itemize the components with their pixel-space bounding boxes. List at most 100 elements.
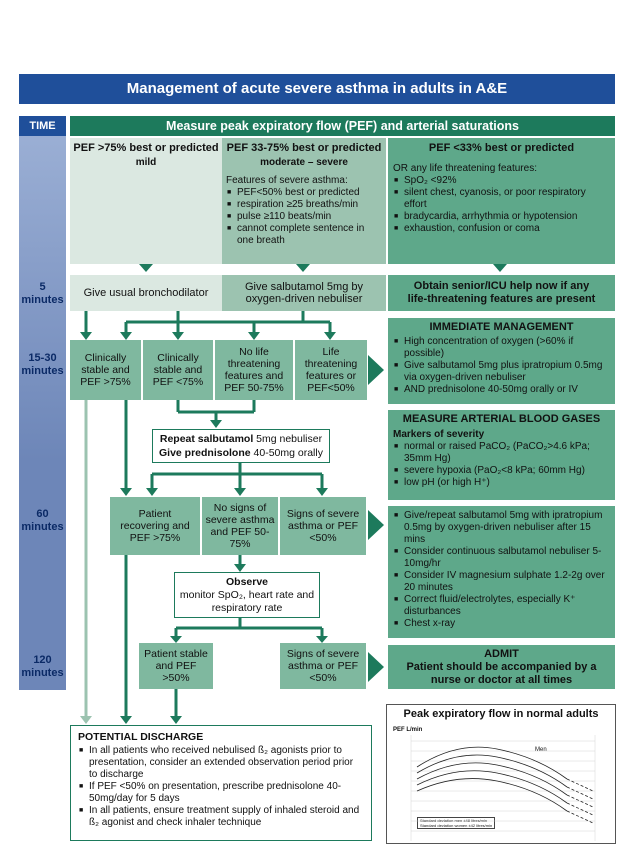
- list-item: severe hypoxia (PaO₂<8 kPa; 60mm Hg): [394, 465, 610, 477]
- stable-pef-above-75-box: Clinically stable and PEF >75%: [70, 340, 141, 400]
- list-item: respiration ≥25 breaths/min: [227, 199, 382, 211]
- admit-box: ADMIT Patient should be accompanied by a…: [388, 645, 615, 689]
- arrow-down-icon: [139, 264, 153, 272]
- list-item: Consider continuous salbutamol nebuliser…: [394, 546, 610, 570]
- no-signs-severe-box: No signs of severe asthma and PEF 50-75%: [202, 497, 278, 555]
- repeat-salbutamol-label: Repeat salbutamol: [159, 433, 254, 445]
- list-item: In all patients who received nebulised ß…: [79, 745, 364, 781]
- moderate-column: PEF 33-75% best or predicted moderate – …: [222, 138, 386, 264]
- list-item: Correct fluid/electrolytes, especially K…: [394, 594, 610, 618]
- mild-label: mild: [135, 157, 157, 168]
- discharge-title: POTENTIAL DISCHARGE: [78, 731, 204, 743]
- further-treatment-list: Give/repeat salbutamol 5mg with ipratrop…: [393, 510, 610, 630]
- life-threatening-list: SpO₂ <92% silent chest, cyanosis, or poo…: [393, 175, 610, 235]
- pef-chart-plot: [410, 735, 596, 841]
- severe-heading: PEF <33% best or predicted: [428, 142, 575, 154]
- arrow-right-icon: [368, 355, 384, 385]
- signs-severe-box: Signs of severe asthma or PEF <50%: [280, 497, 366, 555]
- stable-pef-below-75-box: Clinically stable and PEF <75%: [143, 340, 213, 400]
- list-item: Give/repeat salbutamol 5mg with ipratrop…: [394, 510, 610, 546]
- pef-sd-men: Standard deviation men ±48 litres/min: [420, 818, 488, 823]
- abg-list: normal or raised PaCO₂ (PaCO₂>4.6 kPa; 3…: [393, 441, 610, 489]
- severe-column: PEF <33% best or predicted OR any life t…: [388, 138, 615, 264]
- severe-features-list: PEF<50% best or predicted respiration ≥2…: [226, 187, 382, 247]
- arrow-down-icon: [493, 264, 507, 272]
- immediate-management-list: High concentration of oxygen (>60% if po…: [393, 336, 610, 396]
- arrow-down-icon: [172, 332, 184, 340]
- time-60-minutes: 60 minutes: [21, 508, 64, 533]
- arrow-down-icon: [234, 564, 246, 572]
- repeat-salbutamol-dose: 5mg nebuliser: [253, 433, 323, 445]
- prednisolone-label: Give prednisolone: [159, 447, 251, 459]
- life-threatening-title: OR any life threatening features:: [393, 163, 537, 174]
- list-item: AND prednisolone 40-50mg orally or IV: [394, 384, 610, 396]
- time-header: TIME: [19, 116, 66, 136]
- immediate-management-title: IMMEDIATE MANAGEMENT: [429, 321, 574, 333]
- patient-recovering-box: Patient recovering and PEF >75%: [110, 497, 200, 555]
- list-item: High concentration of oxygen (>60% if po…: [394, 336, 610, 360]
- pef-chart-box: Peak expiratory flow in normal adults PE…: [386, 704, 616, 844]
- time-column: [19, 116, 66, 690]
- abg-title: MEASURE ARTERIAL BLOOD GASES: [402, 413, 601, 425]
- list-item: PEF<50% best or predicted: [227, 187, 382, 199]
- list-item: pulse ≥110 beats/min: [227, 211, 382, 223]
- list-item: In all patients, ensure treatment supply…: [79, 805, 364, 829]
- arrow-down-icon: [170, 636, 182, 643]
- arrow-down-icon: [80, 716, 92, 724]
- severe-features-title: Features of severe asthma:: [226, 175, 348, 186]
- page-title: Management of acute severe asthma in adu…: [19, 74, 615, 104]
- further-treatment-box: Give/repeat salbutamol 5mg with ipratrop…: [388, 506, 615, 638]
- senior-icu-help-box: Obtain senior/ICU help now if any life-t…: [388, 275, 615, 311]
- patient-stable-box: Patient stable and PEF >50%: [139, 643, 213, 689]
- list-item: Give salbutamol 5mg plus ipratropium 0.5…: [394, 360, 610, 384]
- arrow-down-icon: [296, 264, 310, 272]
- admit-title: ADMIT: [484, 648, 519, 660]
- arrow-down-icon: [80, 332, 92, 340]
- markers-of-severity: Markers of severity: [393, 429, 485, 440]
- arrow-down-icon: [316, 488, 328, 496]
- arrow-down-icon: [120, 332, 132, 340]
- list-item: cannot complete sentence in one breath: [227, 223, 382, 247]
- arrow-right-icon: [368, 652, 384, 682]
- moderate-heading: PEF 33-75% best or predicted: [226, 142, 382, 154]
- observe-title: Observe: [225, 576, 269, 588]
- list-item: If PEF <50% on presentation, prescribe p…: [79, 781, 364, 805]
- immediate-management-box: IMMEDIATE MANAGEMENT High concentration …: [388, 318, 615, 404]
- list-item: bradycardia, arrhythmia or hypotension: [394, 211, 610, 223]
- list-item: Consider IV magnesium sulphate 1.2-2g ov…: [394, 570, 610, 594]
- usual-bronchodilator-box: Give usual bronchodilator: [70, 275, 222, 311]
- pef-series-label: Men: [535, 747, 547, 753]
- list-item: Chest x-ray: [394, 618, 610, 630]
- salbutamol-box: Give salbutamol 5mg by oxygen-driven neb…: [222, 275, 386, 311]
- pef-chart-title: Peak expiratory flow in normal adults: [403, 708, 599, 720]
- admit-body: Patient should be accompanied by a nurse…: [406, 661, 597, 686]
- list-item: low pH (or high H⁺): [394, 477, 610, 489]
- list-item: normal or raised PaCO₂ (PaCO₂>4.6 kPa; 3…: [394, 441, 610, 465]
- repeat-salbutamol-box: Repeat salbutamol 5mg nebuliser Give pre…: [152, 429, 330, 463]
- arrow-down-icon: [146, 488, 158, 496]
- time-15-30-minutes: 15-30 minutes: [21, 352, 64, 377]
- time-120-minutes: 120 minutes: [21, 654, 64, 679]
- arrow-down-icon: [120, 488, 132, 496]
- discharge-list: In all patients who received nebulised ß…: [78, 745, 364, 829]
- life-threatening-box: Life threatening features or PEF<50%: [295, 340, 367, 400]
- list-item: exhaustion, confusion or coma: [394, 223, 610, 235]
- list-item: silent chest, cyanosis, or poor respirat…: [394, 187, 610, 211]
- arrow-right-icon: [368, 510, 384, 540]
- arterial-blood-gases-box: MEASURE ARTERIAL BLOOD GASES Markers of …: [388, 410, 615, 500]
- no-life-threatening-box: No life threatening features and PEF 50-…: [215, 340, 293, 400]
- moderate-label: moderate – severe: [260, 157, 348, 168]
- arrow-down-icon: [210, 420, 222, 428]
- measure-pef-band: Measure peak expiratory flow (PEF) and a…: [70, 116, 615, 136]
- potential-discharge-box: POTENTIAL DISCHARGE In all patients who …: [70, 725, 372, 841]
- list-item: SpO₂ <92%: [394, 175, 610, 187]
- pef-y-label: PEF L/min: [393, 727, 423, 733]
- observe-body: monitor SpO₂, heart rate and respiratory…: [179, 589, 315, 614]
- observe-box: Observe monitor SpO₂, heart rate and res…: [174, 572, 320, 618]
- arrow-down-icon: [324, 332, 336, 340]
- pef-sd-legend: Standard deviation men ±48 litres/min St…: [417, 817, 496, 829]
- prednisolone-dose: 40-50mg orally: [250, 447, 323, 459]
- arrow-down-icon: [170, 716, 182, 724]
- pef-sd-women: Standard deviation women ±42 litres/min: [420, 823, 493, 828]
